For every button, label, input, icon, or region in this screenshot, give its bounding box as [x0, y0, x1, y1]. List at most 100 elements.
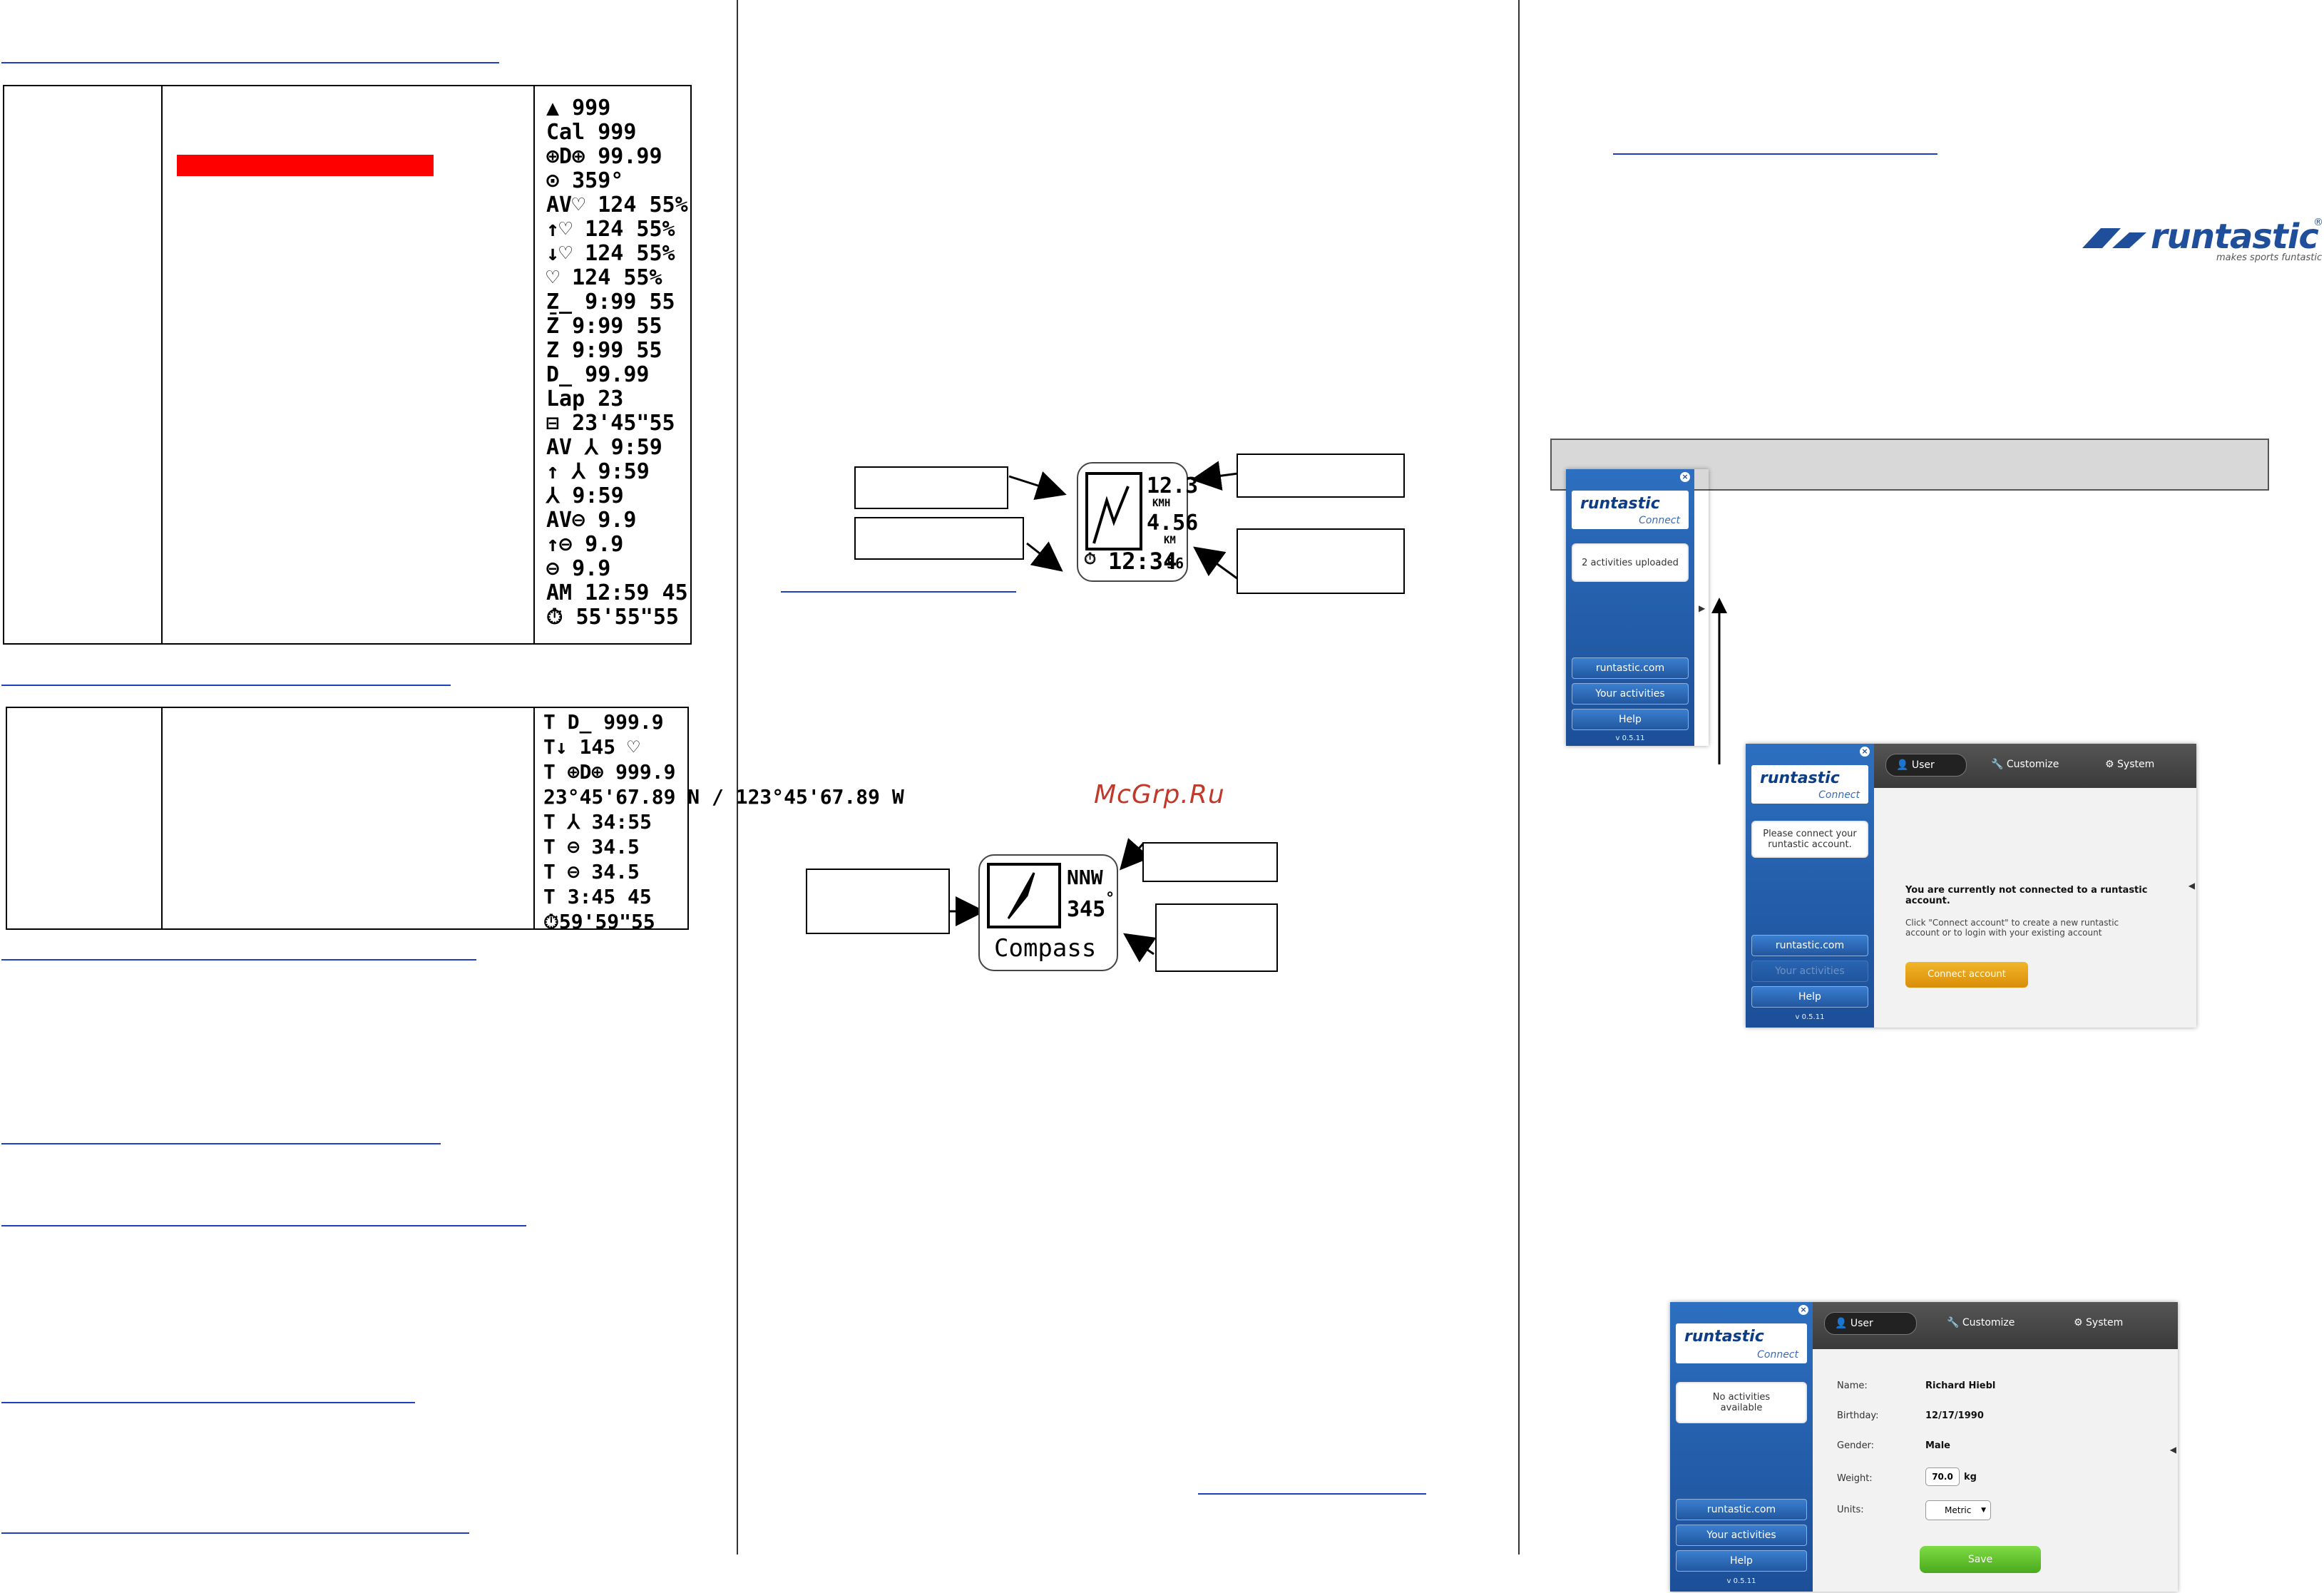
watch-display-speed: 12.3 KMH 4.56 KM ⏱ 12:34 56: [1077, 462, 1198, 582]
connect-account-button[interactable]: Connect account: [1905, 962, 2028, 988]
speed-graph-icon: [1085, 472, 1142, 550]
display-symbol-list-1: ▲ 999 Cal 999 ⊕D⊕ 99.99 ⊙ 359° AV♡ 124 5…: [546, 96, 689, 630]
runtastic-logo: runtastic ® makes sports funtastic: [2079, 212, 2323, 263]
connect-heading: You are currently not connected to a run…: [1905, 885, 2148, 906]
display-row: AV ⅄ 9:59: [546, 435, 662, 460]
tab-customize[interactable]: 🔧 Customize: [1947, 1312, 2015, 1333]
display-row: T ⊕D⊕ 999.9: [543, 760, 676, 784]
display-row: AV⊖ 9.9: [546, 508, 637, 533]
tab-label: Customize: [1962, 1317, 2015, 1328]
display-row: AV♡ 124 55%: [546, 193, 688, 217]
watch-arrows-2: [950, 838, 1157, 963]
close-icon[interactable]: ×: [1680, 472, 1690, 482]
display-row: T D̲ 999.9: [543, 710, 664, 734]
units-select[interactable]: Metric ▼: [1925, 1500, 1991, 1520]
display-row: T ⅄ 34:55: [543, 810, 652, 834]
sidebar: × runtastic Connect Please connect your …: [1746, 744, 1874, 1028]
wrench-icon: 🔧: [1947, 1317, 1960, 1328]
display-row: ⅄ 9:59: [546, 483, 624, 508]
gear-icon: ⚙: [2074, 1317, 2083, 1328]
heading-underline-4: [1, 1143, 441, 1144]
expand-arrow-icon[interactable]: ▶: [1699, 603, 1706, 613]
display-row: Cal 999: [546, 120, 637, 145]
logo-subtitle: Connect: [1757, 1349, 1798, 1361]
heading-underline-6: [1, 1402, 415, 1403]
nav-runtastic-com[interactable]: runtastic.com: [1572, 657, 1689, 679]
display-row: T ⊖ 34.5: [543, 860, 640, 883]
nav-runtastic-com[interactable]: runtastic.com: [1676, 1499, 1807, 1520]
display-row: Z 9:99 55: [546, 338, 662, 363]
table1-col-divider-1: [161, 86, 163, 643]
display-row: AM 12:59 45: [546, 580, 688, 605]
nav-your-activities[interactable]: Your activities: [1572, 683, 1689, 705]
tab-label: Customize: [2006, 759, 2059, 770]
tab-user[interactable]: 👤 User: [1824, 1312, 1917, 1335]
sidebar: × runtastic Connect 2 activities uploade…: [1566, 469, 1694, 746]
callout-box: [1237, 454, 1405, 498]
display-row: ↑⊖ 9.9: [546, 532, 624, 557]
logo-text: runtastic: [1760, 769, 1840, 787]
display-row: 23°45'67.89 N / 123°45'67.89 W: [543, 785, 904, 809]
display-row: ▲ 999: [546, 96, 611, 121]
compass-needle-icon: [987, 863, 1061, 928]
tab-customize[interactable]: 🔧 Customize: [1991, 754, 2059, 775]
brand-tagline: makes sports funtastic: [2216, 252, 2323, 263]
nav-your-activities[interactable]: Your activities: [1751, 961, 1868, 982]
callout-box: [1142, 842, 1278, 882]
save-button[interactable]: Save: [1920, 1546, 2041, 1573]
table2-col-divider-1: [161, 708, 163, 928]
birthday-label: Birthday:: [1837, 1410, 1879, 1421]
content-pane: You are currently not connected to a run…: [1874, 788, 2196, 1028]
callout-box: [1155, 903, 1278, 972]
brand-name: runtastic: [2151, 217, 2319, 257]
display-row: ⊖ 9.9: [546, 556, 611, 581]
user-icon: 👤: [1896, 759, 1909, 771]
tab-system[interactable]: ⚙ System: [2105, 754, 2154, 775]
display-row: ⊕D⊕ 99.99: [546, 144, 662, 169]
version-label: v 0.5.11: [1615, 734, 1645, 742]
collapse-arrow-icon[interactable]: ◀: [2188, 881, 2195, 891]
connect-logo: runtastic Connect: [1676, 1323, 1807, 1363]
status-message: Please connect your runtastic account.: [1751, 821, 1868, 858]
tab-user[interactable]: 👤 User: [1885, 754, 1967, 777]
gear-icon: ⚙: [2105, 759, 2114, 770]
nav-help[interactable]: Help: [1751, 986, 1868, 1008]
status-message: 2 activities uploaded: [1572, 543, 1689, 582]
nav-help[interactable]: Help: [1676, 1550, 1807, 1572]
runtastic-connect-window-connect[interactable]: × runtastic Connect Please connect your …: [1746, 744, 2196, 1028]
distance-value: 4.56: [1147, 511, 1199, 536]
tab-system[interactable]: ⚙ System: [2074, 1312, 2123, 1333]
units-value: Metric: [1945, 1505, 1972, 1515]
chevron-down-icon: ▼: [1981, 1507, 1986, 1514]
version-label: v 0.5.11: [1726, 1577, 1756, 1585]
compass-degrees: 345: [1067, 897, 1106, 922]
close-icon[interactable]: ×: [1798, 1305, 1808, 1315]
compass-heading: NNW: [1067, 866, 1103, 889]
tab-label: User: [1911, 759, 1935, 771]
close-icon[interactable]: ×: [1860, 747, 1870, 757]
runtastic-connect-window-small[interactable]: × runtastic Connect 2 activities uploade…: [1566, 469, 1709, 746]
logo-text: runtastic: [1580, 495, 1660, 513]
collapse-arrow-icon[interactable]: ◀: [2169, 1445, 2176, 1455]
runtastic-connect-window-user[interactable]: × runtastic Connect No activities availa…: [1670, 1302, 2178, 1592]
tab-label: System: [2117, 759, 2155, 770]
compass-label: Compass: [994, 934, 1097, 963]
name-label: Name:: [1837, 1381, 1868, 1391]
callout-box: [1237, 528, 1405, 594]
weight-label: Weight:: [1837, 1473, 1873, 1484]
watch-display-compass: NNW 345 ° Compass: [978, 854, 1118, 971]
nav-runtastic-com[interactable]: runtastic.com: [1751, 935, 1868, 956]
stopwatch-icon: ⏱: [1084, 550, 1097, 568]
degree-symbol: °: [1105, 890, 1115, 908]
weight-input[interactable]: 70.0: [1925, 1467, 1960, 1486]
tab-label: User: [1850, 1318, 1873, 1329]
column-divider-1: [737, 0, 738, 1554]
time-value: 12:34: [1108, 548, 1177, 575]
birthday-value: 12/17/1990: [1925, 1410, 1984, 1421]
status-message: No activities available: [1676, 1382, 1807, 1423]
nav-help[interactable]: Help: [1572, 709, 1689, 730]
display-row: Z̄ 9:99 55: [546, 314, 662, 339]
logo-subtitle: Connect: [1639, 515, 1680, 526]
nav-your-activities[interactable]: Your activities: [1676, 1525, 1807, 1546]
weight-unit: kg: [1964, 1472, 1977, 1482]
